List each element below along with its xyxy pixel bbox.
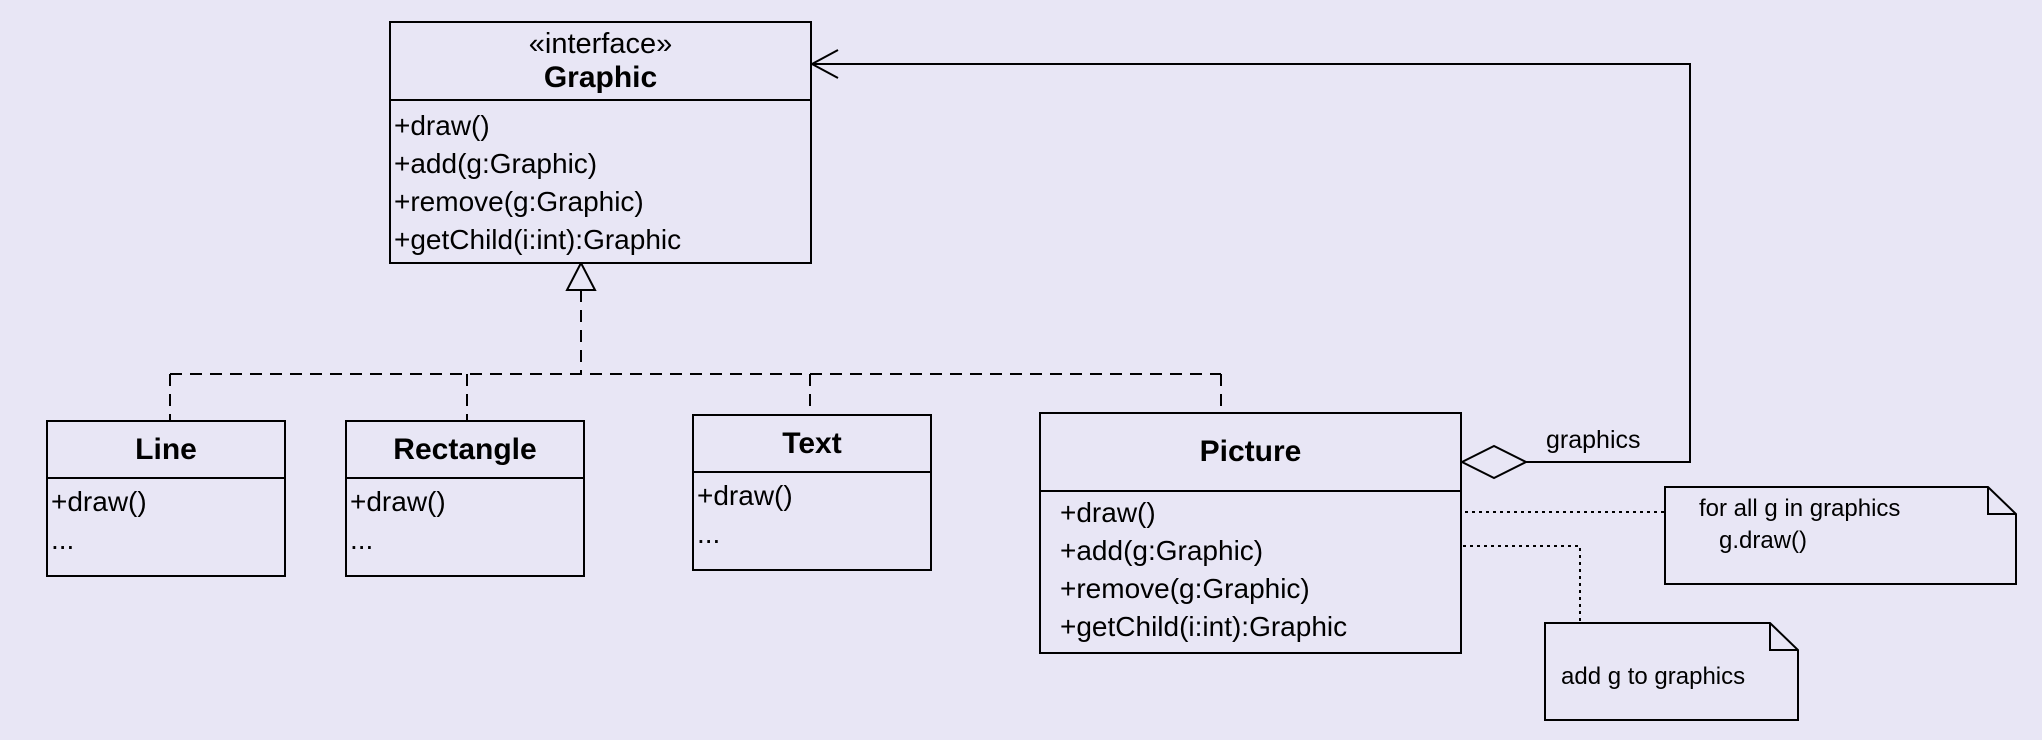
graphic-operations: +draw() +add(g:Graphic) +remove(g:Graphi…: [391, 101, 810, 259]
aggregation-line: [812, 63, 1691, 463]
draw-note[interactable]: for all g in graphics g.draw(): [1665, 487, 2016, 584]
picture-add-method: +add(g:Graphic): [1060, 535, 1264, 566]
line-class-box[interactable]: Line +draw() ...: [46, 420, 286, 577]
operation-get-child: +getChild(i:int):Graphic: [394, 224, 682, 255]
aggregation-diamond: [1459, 444, 1529, 480]
rectangle-draw-method: +draw(): [350, 486, 446, 517]
text-draw-method: +draw(): [697, 480, 793, 511]
interface-name: Graphic: [543, 60, 658, 94]
picture-members: +draw() +add(g:Graphic) +remove(g:Graphi…: [1041, 492, 1460, 646]
picture-class-box[interactable]: Picture +draw() +add(g:Graphic) +remove(…: [1039, 412, 1462, 654]
add-note-anchor: [1316, 545, 1581, 623]
draw-note-line-1: for all g in graphics: [1699, 495, 1901, 522]
line-draw-method: +draw(): [51, 486, 147, 517]
realization-arrowhead: [565, 260, 597, 291]
operation-remove: +remove(g:Graphic): [394, 186, 644, 217]
line-ellipsis: ...: [51, 524, 75, 555]
rectangle-ellipsis: ...: [350, 524, 374, 555]
picture-class-name: Picture: [1199, 435, 1302, 468]
add-note-shape: [1544, 622, 1799, 721]
text-class-box[interactable]: Text +draw() ...: [692, 414, 932, 571]
draw-note-line-2: g.draw(): [1719, 527, 1808, 554]
operation-add: +add(g:Graphic): [394, 148, 598, 179]
rectangle-class-box[interactable]: Rectangle +draw() ...: [345, 420, 585, 577]
navigability-arrowhead: [809, 49, 839, 79]
text-class-name: Text: [782, 426, 842, 460]
picture-get-child-method: +getChild(i:int):Graphic: [1060, 611, 1348, 642]
aggregation-role-label: graphics: [1546, 426, 1641, 454]
text-ellipsis: ...: [697, 518, 721, 549]
picture-draw-method: +draw(): [1060, 497, 1156, 528]
line-class-header: Line: [48, 422, 284, 479]
graphic-interface-box[interactable]: «interface» Graphic +draw() +add(g:Graph…: [389, 21, 812, 264]
rectangle-class-name: Rectangle: [393, 432, 537, 466]
rectangle-members: +draw() ...: [347, 479, 583, 559]
rectangle-class-header: Rectangle: [347, 422, 583, 479]
line-members: +draw() ...: [48, 479, 284, 559]
add-note-text: add g to graphics: [1561, 663, 1746, 690]
picture-class-header: Picture: [1041, 414, 1460, 492]
line-class-name: Line: [135, 432, 197, 466]
realization-connectors: [169, 290, 1222, 420]
picture-remove-method: +remove(g:Graphic): [1060, 573, 1310, 604]
note-anchors: [1206, 511, 1665, 623]
add-note[interactable]: add g to graphics: [1545, 623, 1798, 720]
interface-stereotype: «interface»: [528, 27, 673, 60]
graphic-interface-header: «interface» Graphic: [391, 23, 810, 101]
text-members: +draw() ...: [694, 473, 930, 553]
operation-draw: +draw(): [394, 110, 490, 141]
draw-note-shape: [1664, 486, 2017, 585]
text-class-header: Text: [694, 416, 930, 473]
